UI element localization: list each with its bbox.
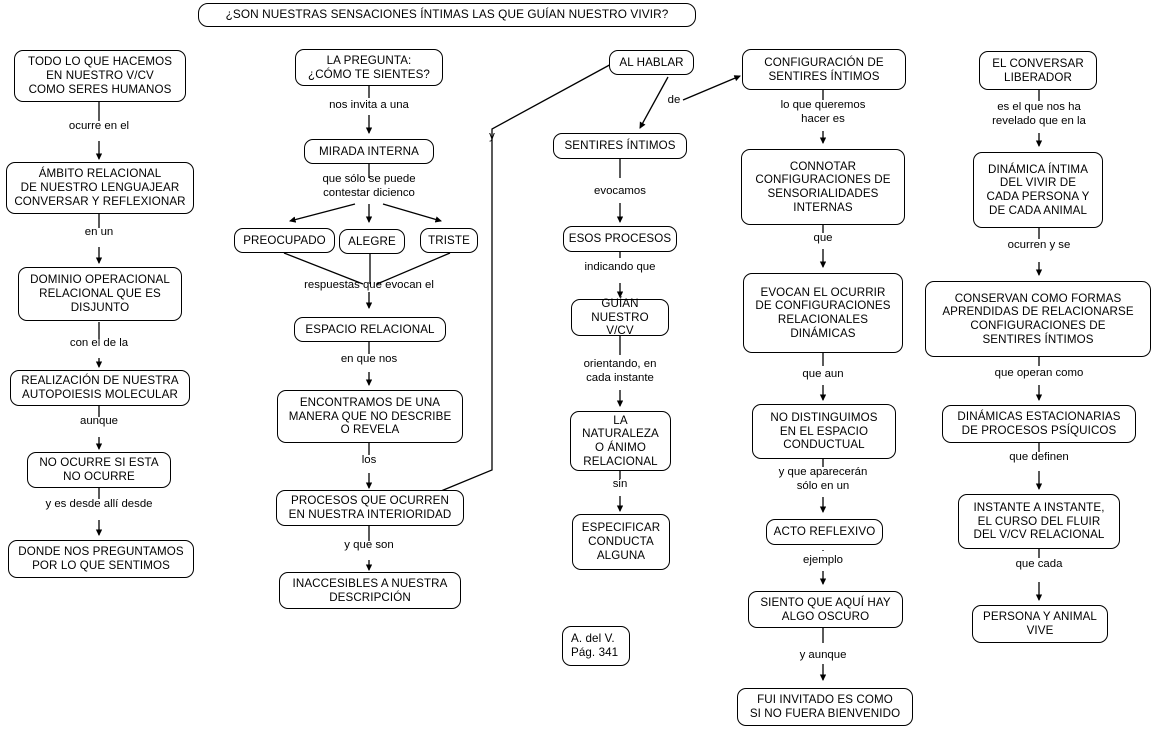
node-la-pregunta[interactable]: LA PREGUNTA: ¿CÓMO TE SIENTES? (295, 49, 443, 86)
node-persona-y-animal-vive[interactable]: PERSONA Y ANIMAL VIVE (972, 605, 1108, 643)
node-configuracion-de-sentires-intimos[interactable]: CONFIGURACIÓN DE SENTIRES ÍNTIMOS (742, 49, 906, 90)
link-label-y-que-apareceran: y que aparecerán sólo en un (778, 466, 868, 492)
link-label-sin: sin (612, 478, 628, 490)
node-especificar-conducta-alguna[interactable]: ESPECIFICAR CONDUCTA ALGUNA (572, 514, 670, 570)
link-label-es-el-que-nos-ha-revelado: es el que nos ha revelado que en la (992, 101, 1086, 127)
node-donde-nos-preguntamos[interactable]: DONDE NOS PREGUNTAMOS POR LO QUE SENTIMO… (8, 540, 194, 578)
link-label-en-que-nos: en que nos (340, 353, 398, 365)
link-label-nos-invita-a-una: nos invita a una (329, 99, 409, 111)
node-instante-a-instante[interactable]: INSTANTE A INSTANTE, EL CURSO DEL FLUIR … (958, 494, 1120, 549)
node-encontramos-de-una-manera[interactable]: ENCONTRAMOS DE UNA MANERA QUE NO DESCRIB… (277, 390, 463, 443)
node-guian-nuestro-vcv[interactable]: GUÍAN NUESTRO V/CV (571, 297, 669, 337)
node-connotar-configuraciones[interactable]: CONNOTAR CONFIGURACIONES DE SENSORIALIDA… (741, 149, 905, 225)
link-label-evocamos: evocamos (594, 185, 646, 197)
link-label-en-un: en un (84, 226, 114, 238)
node-sentires-intimos[interactable]: SENTIRES ÍNTIMOS (553, 133, 687, 159)
node-no-ocurre-si-esta[interactable]: NO OCURRE SI ESTA NO OCURRE (27, 452, 171, 488)
link-label-que-aun: que aun (802, 368, 844, 380)
node-la-naturaleza-o-animo-relacional[interactable]: LA NATURALEZA O ÁNIMO RELACIONAL (570, 411, 671, 471)
link-label-aunque: aunque (79, 415, 119, 427)
link-label-orientando-en-cada-instante: orientando, en cada instante (583, 358, 657, 384)
node-conservan-como-formas[interactable]: CONSERVAN COMO FORMAS APRENDIDAS DE RELA… (925, 281, 1151, 357)
link-label-indicando-que: indicando que (584, 261, 656, 273)
node-triste[interactable]: TRISTE (420, 228, 478, 253)
node-ambito-relacional[interactable]: ÁMBITO RELACIONAL DE NUESTRO LENGUAJEAR … (6, 162, 194, 214)
node-dinamica-intima[interactable]: DINÁMICA ÍNTIMA DEL VIVIR DE CADA PERSON… (973, 152, 1103, 228)
node-todo-lo-que-hacemos[interactable]: TODO LO QUE HACEMOS EN NUESTRO V/CV COMO… (14, 50, 186, 102)
node-siento-que-aqui-hay-algo-oscuro[interactable]: SIENTO QUE AQUÍ HAY ALGO OSCURO (748, 591, 903, 628)
node-procesos-que-ocurren[interactable]: PROCESOS QUE OCURREN EN NUESTRA INTERIOR… (276, 490, 464, 526)
node-mirada-interna[interactable]: MIRADA INTERNA (304, 139, 434, 164)
link-label-de: de (667, 94, 681, 106)
node-realizacion-autopoiesis[interactable]: REALIZACIÓN DE NUESTRA AUTOPOIESIS MOLEC… (10, 370, 190, 406)
node-dominio-operacional[interactable]: DOMINIO OPERACIONAL RELACIONAL QUE ES DI… (18, 267, 182, 321)
node-espacio-relacional[interactable]: ESPACIO RELACIONAL (294, 317, 446, 342)
link-label-los: los (361, 454, 377, 466)
node-inaccesibles-a-nuestra-descripcion[interactable]: INACCESIBLES A NUESTRA DESCRIPCIÓN (279, 572, 461, 609)
link-label-ocurren-y-se: ocurren y se (1007, 239, 1071, 251)
node-dinamicas-estacionarias[interactable]: DINÁMICAS ESTACIONARIAS DE PROCESOS PSÍQ… (942, 405, 1136, 443)
link-label-y-que-son: y que son (344, 539, 394, 551)
link-label-que-cada: que cada (1015, 558, 1063, 570)
node-alegre[interactable]: ALEGRE (339, 229, 405, 254)
node-no-distinguimos[interactable]: NO DISTINGUIMOS EN EL ESPACIO CONDUCTUAL (752, 404, 896, 459)
node-preocupado[interactable]: PREOCUPADO (234, 228, 335, 253)
node-fui-invitado[interactable]: FUI INVITADO ES COMO SI NO FUERA BIENVEN… (737, 688, 913, 726)
link-label-y-aunque: y aunque (799, 649, 847, 661)
link-label-que-definen: que definen (1009, 451, 1069, 463)
node-el-conversar-liberador[interactable]: EL CONVERSAR LIBERADOR (979, 51, 1097, 90)
node-acto-reflexivo[interactable]: ACTO REFLEXIVO (766, 519, 883, 545)
node-citation: A. del V. Pág. 341 (562, 626, 630, 666)
node-esos-procesos[interactable]: ESOS PROCESOS (563, 226, 677, 252)
node-evocan-el-ocurrir[interactable]: EVOCAN EL OCURRIR DE CONFIGURACIONES REL… (743, 273, 903, 353)
link-label-respuestas-que-evocan: respuestas que evocan el (304, 279, 434, 291)
link-label-ejemplo: ejemplo (803, 554, 843, 566)
link-label-que-solo-se-puede: que sólo se puede contestar dicienco (322, 173, 416, 199)
node-al-hablar[interactable]: AL HABLAR (609, 50, 694, 75)
link-label-que: que (813, 232, 833, 244)
link-label-ocurre-en-el: ocurre en el (68, 120, 130, 132)
link-label-lo-que-queremos-hacer-es: lo que queremos hacer es (780, 99, 866, 125)
link-label-que-operan-como: que operan como (994, 367, 1084, 379)
link-label-y-es-desde-alli: y es desde allí desde (45, 498, 153, 510)
link-label-y: y (489, 130, 495, 142)
diagram-title: ¿SON NUESTRAS SENSACIONES ÍNTIMAS LAS QU… (198, 3, 696, 27)
link-label-con-el-de-la: con el de la (69, 337, 129, 349)
